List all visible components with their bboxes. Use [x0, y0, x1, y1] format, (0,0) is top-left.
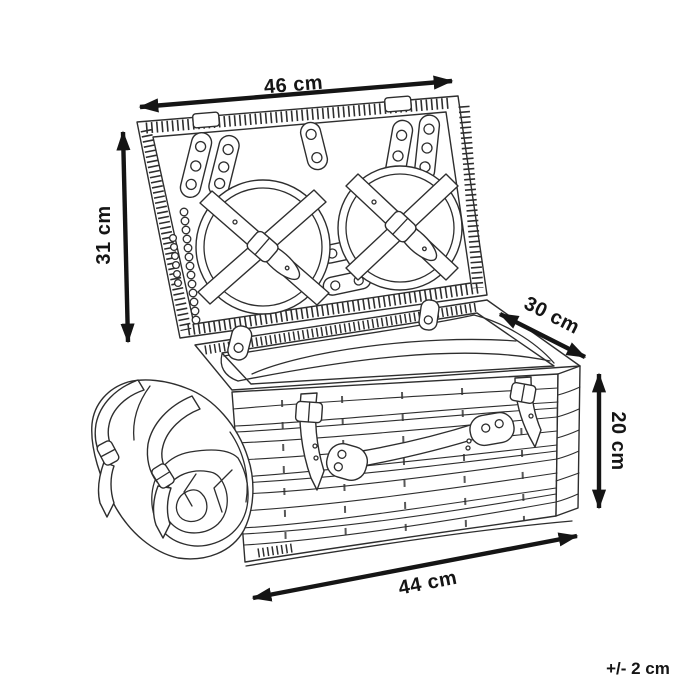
handle-anchor [325, 442, 369, 482]
basket-lining [220, 353, 239, 382]
strap-tail [152, 485, 172, 539]
plate-left [195, 179, 331, 315]
dimension-arrow-body-width [251, 532, 579, 602]
basket-lid [136, 95, 488, 339]
cutlery-tab [299, 121, 329, 171]
strap-buckle [509, 381, 537, 405]
lid-hinge-tab [418, 299, 440, 331]
basket-opening [221, 312, 555, 385]
strap-buckle [96, 440, 120, 466]
dimension-annotations: 46 cm 31 cm 30 cm 20 cm 44 cm +/- 2 cm [93, 72, 670, 678]
dimension-label-lid-height: 31 cm [93, 205, 115, 264]
lid-corner-brace [192, 111, 220, 129]
plate-strap-buckle [384, 210, 438, 262]
lid-strap-left [294, 392, 325, 491]
basket-illustration [91, 95, 581, 567]
lid-wicker-band-right [458, 105, 484, 289]
strap-tail [97, 461, 115, 518]
plate-strap-buckle [246, 230, 301, 281]
basket-body [194, 299, 581, 567]
strap-buckle [294, 400, 324, 424]
dimension-label-body-height: 20 cm [607, 411, 629, 470]
dimension-label-body-width: 44 cm [397, 567, 459, 600]
lid-hinge-tab [227, 325, 253, 361]
blanket-strap [94, 379, 145, 518]
basket-lining [251, 338, 517, 375]
tolerance-note: +/- 2 cm [606, 659, 670, 678]
lid-strap-right [509, 376, 542, 448]
lid-corner-brace [384, 95, 412, 113]
blanket-strap [146, 395, 201, 539]
basket-handle [325, 411, 515, 482]
dimension-arrow-lid-width [138, 75, 454, 113]
basket-front-face [231, 373, 559, 563]
cutlery-tab [208, 134, 240, 198]
cutlery-tab [179, 131, 213, 199]
strap-buckle [151, 463, 175, 489]
blanket-roll [91, 379, 254, 560]
plate-right [337, 165, 463, 291]
cutlery-tab [413, 114, 441, 182]
bead-chain [168, 207, 201, 325]
handle-anchor [469, 411, 515, 447]
basket-lining [223, 314, 475, 357]
dimension-label-lid-width: 46 cm [263, 72, 324, 99]
dimension-arrow-depth [498, 312, 587, 359]
lid-wicker-band-bottom [187, 282, 479, 336]
dimension-arrow-lid-height [116, 130, 135, 344]
